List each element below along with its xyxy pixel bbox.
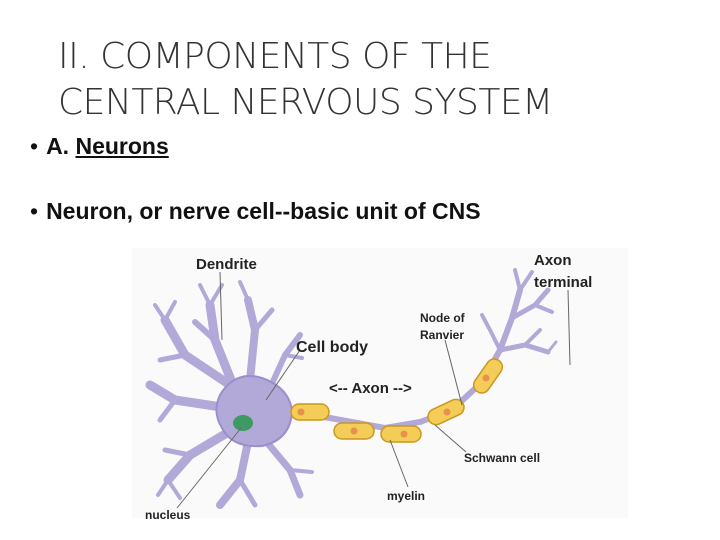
schwann-nuclei bbox=[297, 374, 490, 438]
label-cell-body: Cell body bbox=[296, 339, 368, 356]
label-myelin: myelin bbox=[387, 489, 425, 503]
label-axon-terminal-line1: Axon bbox=[534, 252, 572, 269]
nucleus bbox=[233, 415, 253, 431]
axon-terminal bbox=[480, 268, 558, 355]
title-line-1: II. COMPONENTS OF THE bbox=[58, 36, 492, 77]
cell-body bbox=[215, 375, 294, 448]
bullet-marker: • bbox=[30, 133, 39, 159]
label-axon-terminal-line2: terminal bbox=[534, 274, 592, 291]
schwann-cell-segment bbox=[290, 403, 330, 421]
bullet-neurons: • A. Neurons bbox=[30, 133, 169, 160]
label-node-of-ranvier-line2: Ranvier bbox=[420, 328, 464, 342]
bullet-neuron-definition: • Neuron, or nerve cell--basic unit of CN… bbox=[30, 198, 481, 225]
label-axon-arrow: <-- Axon --> bbox=[329, 380, 412, 397]
bullet-text: Neuron, or nerve cell--basic unit of CNS bbox=[46, 198, 481, 224]
slide-title: II. COMPONENTS OF THE CENTRAL NERVOUS SY… bbox=[58, 34, 678, 126]
bullet-prefix: A. bbox=[46, 133, 76, 159]
neurons-link[interactable]: Neurons bbox=[75, 133, 169, 159]
label-schwann-cell: Schwann cell bbox=[464, 451, 540, 465]
label-node-of-ranvier-line1: Node of bbox=[420, 311, 466, 325]
label-dendrite: Dendrite bbox=[196, 256, 257, 273]
leader-lines bbox=[176, 271, 571, 509]
label-nucleus: nucleus bbox=[145, 508, 191, 522]
dendrites bbox=[145, 280, 314, 509]
title-line-2: CENTRAL NERVOUS SYSTEM bbox=[58, 82, 553, 123]
bullet-marker: • bbox=[30, 198, 39, 224]
